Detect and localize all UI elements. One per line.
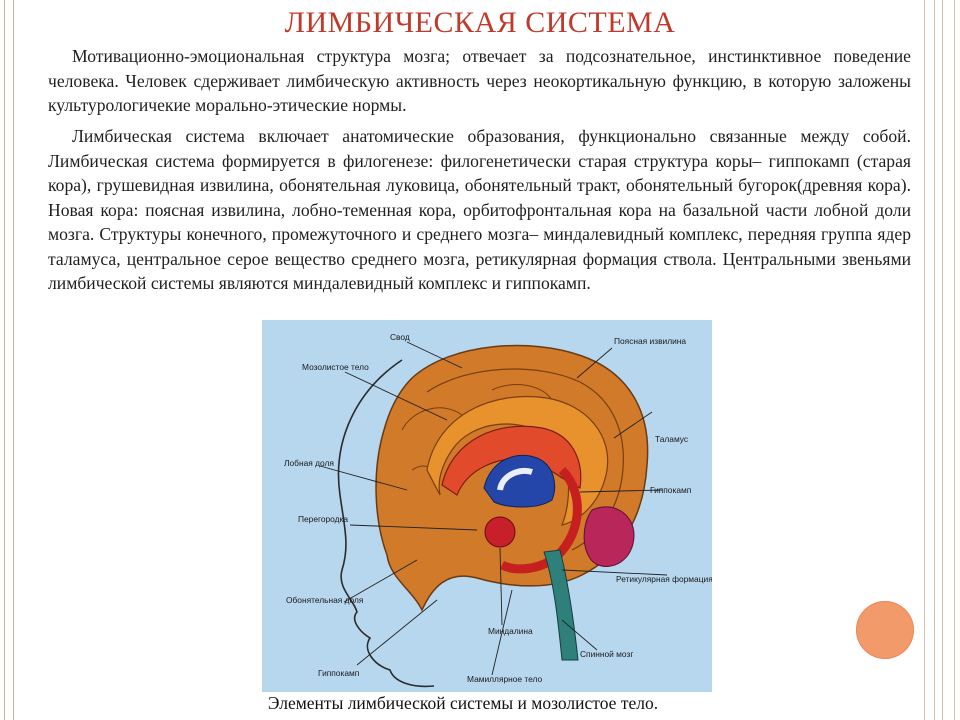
sulci-lines [401, 384, 599, 486]
label-reticular: Ретикулярная формация [616, 574, 712, 584]
leader-lines [319, 341, 668, 676]
label-frontal-lobe: Лобная доля [284, 458, 334, 468]
cerebellum [583, 506, 635, 567]
brain-illustration: Свод Мозолистое тело Поясная извилина Та… [262, 320, 713, 692]
corpus-callosum [441, 425, 582, 496]
ventricle [483, 454, 556, 508]
paragraph-1: Мотивационно-эмоциональная структура моз… [48, 44, 911, 118]
cingulate-gyrus [426, 395, 609, 526]
left-border-decoration [4, 0, 14, 720]
label-hippocampus-bottom: Гиппокамп [318, 668, 359, 678]
label-cingulate: Поясная извилина [614, 336, 686, 346]
limbic-system-figure: Свод Мозолистое тело Поясная извилина Та… [262, 320, 713, 692]
paragraph-2: Лимбическая система включает анатомическ… [48, 124, 911, 296]
figure-caption: Элементы лимбической системы и мозолисто… [267, 693, 659, 713]
label-hippocampus-right: Гиппокамп [650, 485, 691, 495]
label-spinal-cord: Спинной мозг [580, 649, 633, 659]
right-border-decoration [920, 0, 960, 720]
label-septum: Перегородка [298, 514, 348, 524]
thalamus-highlight [497, 468, 533, 491]
label-amygdala: Миндалина [488, 626, 533, 636]
slide-title: ЛИМБИЧЕСКАЯ СИСТЕМА [284, 6, 676, 39]
label-svod: Свод [390, 332, 410, 342]
label-olfactory: Обонятельная доля [286, 595, 363, 605]
spinal-cord [543, 549, 579, 661]
paragraph-2-text: Лимбическая система включает анатомическ… [48, 126, 911, 293]
decorative-circle [856, 601, 914, 659]
olfactory-bulb [410, 547, 477, 561]
label-thalamus: Таламус [655, 434, 688, 444]
head-profile-outline [337, 359, 435, 688]
paragraph-1-text: Мотивационно-эмоциональная структура моз… [48, 46, 911, 115]
label-corpus-callosum: Мозолистое тело [302, 362, 369, 372]
label-mammillary: Мамиллярное тело [467, 674, 543, 684]
amygdala [484, 516, 516, 548]
